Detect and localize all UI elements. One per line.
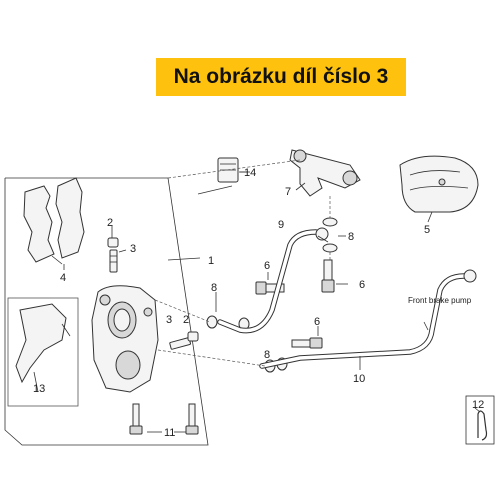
callout-2-right: 2	[183, 314, 189, 326]
part-1-brake-caliper[interactable]	[91, 257, 201, 393]
banner-text: Na obrázku díl číslo 3	[173, 65, 389, 88]
part-3-bleeder-screw-top[interactable]	[109, 249, 127, 273]
callout-6-upper: 6	[264, 260, 270, 272]
callout-4: 4	[60, 272, 66, 284]
part-6-banjo-bolt-mid[interactable]	[321, 259, 348, 293]
callout-11: 11	[164, 427, 175, 439]
connection-lines	[154, 159, 331, 367]
callout-8-right: 8	[348, 231, 354, 243]
part-11-caliper-bolts[interactable]	[129, 403, 199, 435]
part-13-caliper-bracket[interactable]	[7, 297, 79, 407]
part-4-brake-pads[interactable]	[23, 177, 85, 265]
part-12-retaining-clip[interactable]	[465, 395, 495, 445]
callout-12: 12	[472, 399, 484, 411]
callout-10: 10	[353, 373, 365, 385]
part-8-copper-washers-left[interactable]	[206, 292, 250, 331]
callout-13: 13	[33, 383, 45, 395]
callout-3-top: 3	[130, 243, 136, 255]
part-2-bleeder-cap-right[interactable]	[187, 331, 199, 342]
callout-2-top: 2	[107, 217, 113, 229]
part-7-union-fitting[interactable]	[289, 149, 361, 197]
callout-8-left: 8	[211, 282, 217, 294]
caliper-group-frame	[4, 177, 209, 446]
part-6-banjo-bolt-lower[interactable]	[291, 337, 323, 349]
part-10-lower-brake-hose[interactable]	[259, 269, 477, 369]
callout-7: 7	[285, 186, 291, 198]
part-2-bleeder-cap-top[interactable]	[107, 237, 119, 248]
front-brake-pump-label: Front brake pump	[408, 296, 472, 305]
callout-3-right: 3	[166, 314, 172, 326]
callout-8-lower: 8	[264, 349, 270, 361]
part-14-pad-clip[interactable]	[197, 157, 250, 195]
callout-6-mid: 6	[359, 279, 365, 291]
callout-1: 1	[208, 255, 214, 267]
callout-numbers: 1 2 2 3 3 4 5 6 6 6 7 8 8 8 9 10 11 12 1…	[33, 167, 484, 439]
part-9-upper-brake-hose[interactable]	[217, 227, 329, 334]
leader-lines	[63, 171, 481, 413]
callout-9: 9	[278, 219, 284, 231]
callout-5: 5	[424, 224, 430, 236]
callout-14: 14	[244, 167, 256, 179]
part-5-cover[interactable]	[399, 155, 479, 223]
callout-6-lower: 6	[314, 316, 320, 328]
part-number-banner: Na obrázku díl číslo 3	[156, 58, 406, 96]
